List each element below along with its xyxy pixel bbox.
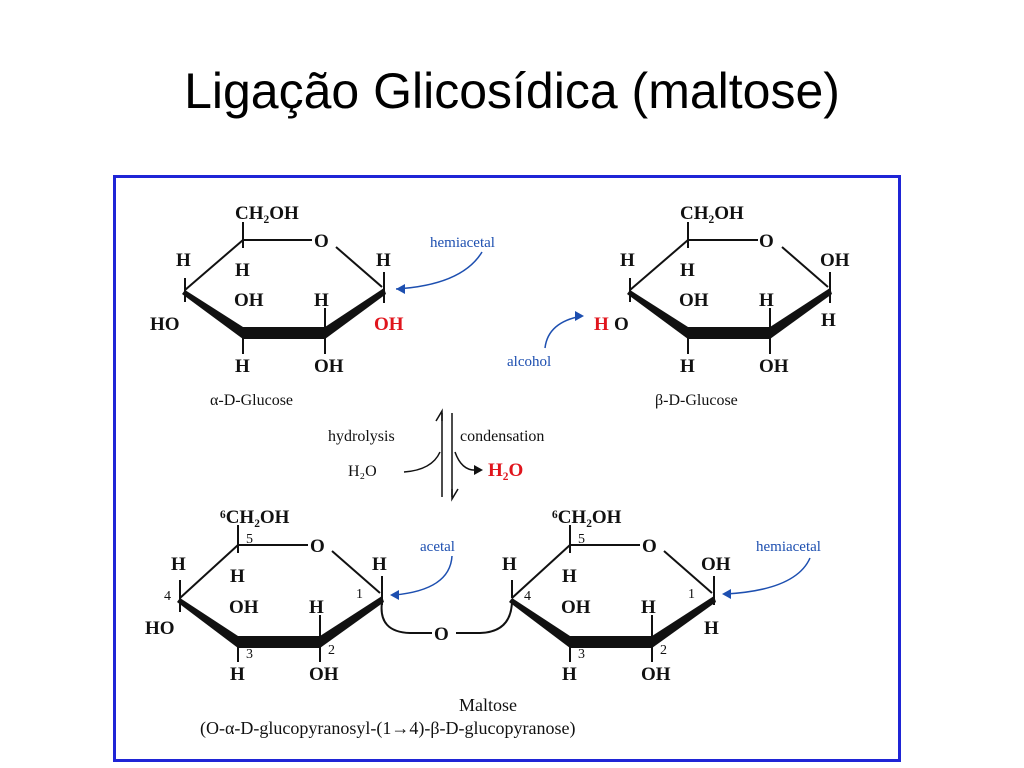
maltose-right-c2-oh: OH <box>641 664 671 685</box>
alpha-glucose-molecule: CH₂OH O H H H OH H HO OH H OH α-D-Glucos… <box>150 203 404 409</box>
maltose-right-unit: ⁶CH₂OH 5 O H H OH 4 1 OH H H 3 2 H OH <box>502 507 731 685</box>
maltose-left-c3-oh: OH <box>229 597 259 618</box>
maltose-right-c3-oh: OH <box>561 597 591 618</box>
beta-c4-h: H <box>620 250 635 271</box>
alpha-c5-h: H <box>235 260 250 281</box>
maltose-left-c5-h: H <box>230 566 245 587</box>
maltose-right-c1-h: H <box>704 618 719 639</box>
maltose-left-c4-ho: HO <box>145 618 175 639</box>
beta-glucose-molecule: CH₂OH O H H OH OH H H O H H OH β-D-Gluco… <box>594 203 850 409</box>
hemiacetal-arrow-bottom <box>725 557 811 595</box>
beta-c1-oh: OH <box>820 250 850 271</box>
maltose-left-unit: ⁶CH₂OH 5 O H H H 4 1 OH H HO 3 2 H OH <box>145 507 387 685</box>
hemiacetal-arrowhead-bottom <box>722 589 731 599</box>
alpha-c3-h: H <box>235 356 250 377</box>
hydrolysis-label: hydrolysis <box>328 428 395 445</box>
alpha-ring-oxygen: O <box>314 231 329 252</box>
maltose-left-num5: 5 <box>246 532 253 547</box>
maltose-right-c4-h: H <box>502 554 517 575</box>
beta-c1-h: H <box>821 310 836 331</box>
maltose-left-c4-h: H <box>171 554 186 575</box>
alpha-c4-h: H <box>176 250 191 271</box>
hemiacetal-note-bottom: hemiacetal <box>756 539 821 555</box>
maltose-left-ring-oxygen: O <box>310 536 325 557</box>
beta-glucose-label: β-D-Glucose <box>655 392 738 409</box>
alpha-c2-oh: OH <box>314 356 344 377</box>
water-hydrolysis: H₂O <box>348 463 377 480</box>
water-condensation: H₂O <box>488 460 523 481</box>
glycosidic-bond: O <box>380 599 513 645</box>
maltose-left-c2-oh: OH <box>309 664 339 685</box>
beta-c2-h: H <box>759 290 774 311</box>
maltose-left-num2: 2 <box>328 643 335 658</box>
beta-c3-h: H <box>680 356 695 377</box>
maltose-label: Maltose <box>459 695 517 715</box>
maltose-right-c5-h: H <box>562 566 577 587</box>
maltose-right-c2-h: H <box>641 597 656 618</box>
maltose-right-num3: 3 <box>578 647 585 662</box>
maltose-right-num4: 4 <box>524 589 531 604</box>
alcohol-note: alcohol <box>507 354 551 370</box>
condensation-label: condensation <box>460 428 544 445</box>
maltose-right-c6: ⁶CH₂OH <box>552 507 622 528</box>
maltose-left-c2-h: H <box>309 597 324 618</box>
alpha-c3-oh: OH <box>234 290 264 311</box>
acetal-note: acetal <box>420 539 455 555</box>
alcohol-arrow <box>544 315 583 349</box>
maltose-left-num4: 4 <box>164 589 171 604</box>
maltose-right-c3-h: H <box>562 664 577 685</box>
alcohol-arrowhead <box>575 311 584 321</box>
beta-alcohol-h: H <box>594 314 609 335</box>
alpha-glucose-label: α-D-Glucose <box>210 392 293 409</box>
maltose-systematic-name: (O-α-D-glucopyranosyl-(1→4)-β-D-glucopyr… <box>200 718 575 739</box>
beta-ring-oxygen: O <box>759 231 774 252</box>
maltose-left-c6: ⁶CH₂OH <box>220 507 290 528</box>
alpha-c4-ho: HO <box>150 314 180 335</box>
acetal-arrow <box>393 555 453 596</box>
slide-title: Ligação Glicosídica (maltose) <box>184 63 840 119</box>
diagram-frame <box>113 175 901 762</box>
alpha-c6-label: CH₂OH <box>235 203 299 224</box>
hemiacetal-arrow-top <box>395 251 483 290</box>
alpha-c1-h: H <box>376 250 391 271</box>
maltose-left-c3-h: H <box>230 664 245 685</box>
beta-c3-oh: OH <box>679 290 709 311</box>
maltose-right-c1-oh: OH <box>701 554 731 575</box>
maltose-right-ring-oxygen: O <box>642 536 657 557</box>
maltose-left-num1: 1 <box>356 587 363 602</box>
maltose-left-c1-h: H <box>372 554 387 575</box>
reaction-arrows: hydrolysis condensation H₂O H₂O <box>328 408 544 502</box>
maltose-left-num3: 3 <box>246 647 253 662</box>
maltose-right-num5: 5 <box>578 532 585 547</box>
acetal-arrowhead <box>390 590 399 600</box>
maltose-right-num2: 2 <box>660 643 667 658</box>
beta-c5-h: H <box>680 260 695 281</box>
beta-c6-label: CH₂OH <box>680 203 744 224</box>
alpha-c2-h: H <box>314 290 329 311</box>
maltose-right-num1: 1 <box>688 587 695 602</box>
hemiacetal-note-top: hemiacetal <box>430 235 495 251</box>
beta-alcohol-o: O <box>614 314 629 335</box>
glycosidic-oxygen: O <box>434 624 449 645</box>
alpha-hemiacetal-oh: OH <box>374 314 404 335</box>
beta-c2-oh: OH <box>759 356 789 377</box>
hemiacetal-arrowhead-top <box>396 284 405 294</box>
